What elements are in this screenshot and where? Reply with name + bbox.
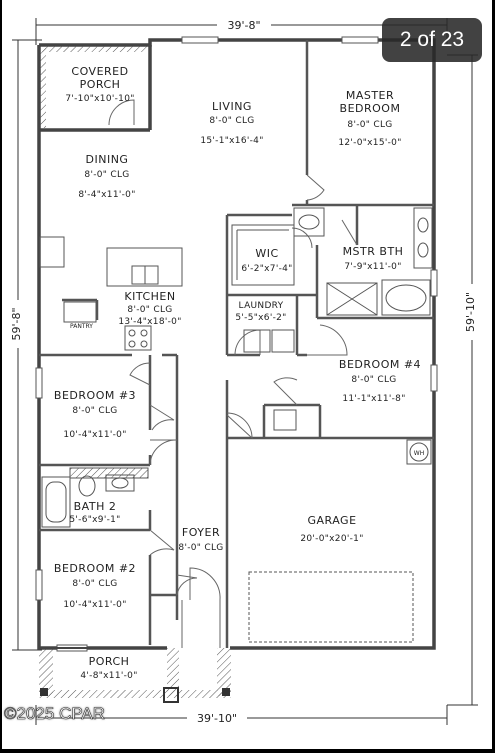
slide-counter: 2 of 23	[382, 18, 482, 62]
living-name: LIVING	[212, 100, 252, 113]
bedroom4-size: 11'-1"x11'-8"	[342, 394, 405, 404]
master-bedroom-name-2: BEDROOM	[340, 102, 401, 115]
pantry-name: PANTRY	[70, 323, 93, 330]
porch-name: PORCH	[89, 655, 130, 668]
bedroom4-name: BEDROOM #4	[339, 358, 421, 371]
master-bedroom-name-1: MASTER	[346, 89, 394, 102]
fixtures	[41, 207, 433, 643]
kitchen-ceiling: 8'-0" CLG	[127, 305, 172, 315]
top-width-dimension: 39'-8"	[227, 19, 260, 32]
master-bedroom-size: 12'-0"x15'-0"	[338, 138, 401, 148]
water-heater-label: WH	[414, 450, 424, 457]
living-size: 15'-1"x16'-4"	[200, 136, 263, 146]
dining-size: 8'-4"x11'-0"	[78, 190, 135, 200]
kitchen-size: 13'-4"x18'-0"	[118, 317, 181, 327]
wic-name: WIC	[255, 247, 278, 260]
porch-hatch-top	[40, 46, 148, 52]
bath2-size: 5'-6"x9'-1"	[69, 515, 120, 525]
interior-walls	[39, 40, 434, 648]
bath2-name: BATH 2	[74, 500, 117, 513]
living-ceiling: 8'-0" CLG	[209, 116, 254, 126]
copyright-watermark: ©2025 CPAR	[4, 704, 106, 724]
wic-size: 6'-2"x7'-4"	[241, 264, 292, 274]
porch-hatch	[40, 46, 46, 128]
foyer-ceiling: 8'-0" CLG	[178, 543, 223, 553]
bedroom3-size: 10'-4"x11'-0"	[63, 430, 126, 440]
mstr-bath-size: 7'-9"x11'-0"	[344, 262, 401, 272]
dining-ceiling: 8'-0" CLG	[84, 170, 129, 180]
bottom-width-dimension: 39'-10"	[197, 712, 237, 725]
covered-porch-size: 7'-10"x10'-10"	[65, 94, 134, 104]
dining-name: DINING	[86, 153, 129, 166]
front-porch	[39, 600, 231, 703]
kitchen-name: KITCHEN	[124, 290, 175, 303]
garage-name: GARAGE	[307, 514, 356, 527]
covered-porch-name-2: PORCH	[80, 78, 121, 91]
bedroom2-size: 10'-4"x11'-0"	[63, 600, 126, 610]
bedroom4-ceiling: 8'-0" CLG	[351, 375, 396, 385]
bedroom2-name: BEDROOM #2	[54, 562, 136, 575]
bedroom2-ceiling: 8'-0" CLG	[72, 579, 117, 589]
master-bedroom-ceiling: 8'-0" CLG	[347, 120, 392, 130]
laundry-name: LAUNDRY	[239, 301, 284, 311]
porch-size: 4'-8"x11'-0"	[80, 671, 137, 681]
mstr-bath-name: MSTR BTH	[343, 245, 404, 258]
exterior-walls	[37, 38, 436, 650]
left-depth-dimension: 59'-8"	[10, 307, 23, 340]
garage-size: 20'-0"x20'-1"	[300, 534, 363, 544]
covered-porch-name-1: COVERED	[71, 65, 128, 78]
bedroom3-name: BEDROOM #3	[54, 389, 136, 402]
room-labels: COVERED PORCH 7'-10"x10'-10" LIVING 8'-0…	[54, 65, 424, 681]
right-depth-dimension: 59'-10"	[464, 292, 477, 332]
dimension-labels: 39'-8" 59'-8" 59'-10" 39'-10"	[8, 18, 478, 725]
foyer-name: FOYER	[182, 526, 220, 539]
laundry-size: 5'-5"x6'-2"	[235, 313, 286, 323]
bedroom3-ceiling: 8'-0" CLG	[72, 406, 117, 416]
